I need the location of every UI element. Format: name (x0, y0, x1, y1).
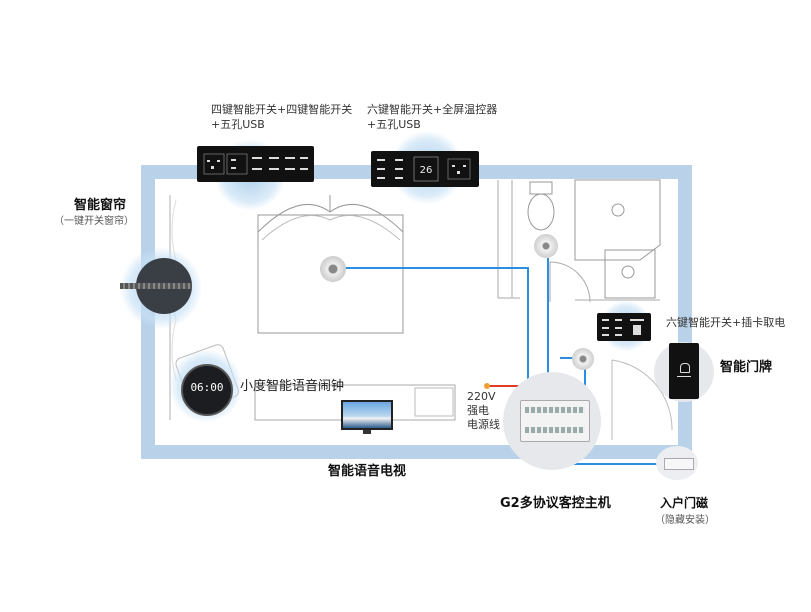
bed (257, 214, 404, 334)
curtain-title: 智能窗帘 (74, 198, 127, 213)
clock-time: 06:00 (190, 381, 224, 394)
switch-left-label-1: 四键智能开关+四键智能开关 (211, 103, 353, 116)
entry-switch-label: 六键智能开关+插卡取电 (666, 316, 786, 329)
switch-panel-right-icons: 26 (377, 156, 471, 182)
wire-bed-to-host (345, 267, 529, 400)
door-magnet-icon[interactable] (664, 458, 694, 470)
doorplate-label: 智能门牌 (720, 360, 773, 375)
tv-label: 智能语音电视 (328, 464, 407, 479)
power-label-1: 220V (467, 390, 496, 403)
switch-left-label-2: +五孔USB (211, 118, 265, 131)
doorplate-icon[interactable] (669, 343, 699, 399)
switch-panel-left[interactable] (197, 146, 314, 182)
bath-sensor-icon[interactable] (534, 234, 558, 258)
switch-panel-right[interactable]: 26 (371, 151, 479, 187)
switch-right-label-1: 六键智能开关+全屏温控器 (367, 103, 498, 116)
door-magnet-sub: （隐藏安装） (655, 515, 715, 526)
tv-icon[interactable] (341, 400, 393, 434)
curtain-rail (120, 283, 192, 289)
alarm-clock-icon[interactable] (181, 364, 233, 416)
doorbell-icon (680, 363, 690, 373)
entry-switch-icons (602, 319, 644, 336)
entry-switch-panel[interactable] (597, 313, 651, 341)
svg-text:26: 26 (420, 165, 433, 176)
curtain-subtitle: （一键开关窗帘） (54, 216, 134, 227)
switch-panel-left-icons (203, 153, 308, 175)
host-label: G2多协议客控主机 (500, 496, 611, 511)
entry-sensor-icon[interactable] (572, 348, 594, 370)
power-label-3: 电源线 (467, 418, 500, 431)
clock-label: 小度智能语音闹钟 (240, 379, 345, 394)
door-magnet-label: 入户门磁 (660, 496, 709, 510)
switch-right-label-2: +五孔USB (367, 118, 421, 131)
host-controller-icon[interactable] (520, 400, 590, 442)
power-label-2: 强电 (467, 404, 489, 417)
bed-sensor-icon[interactable] (320, 256, 346, 282)
